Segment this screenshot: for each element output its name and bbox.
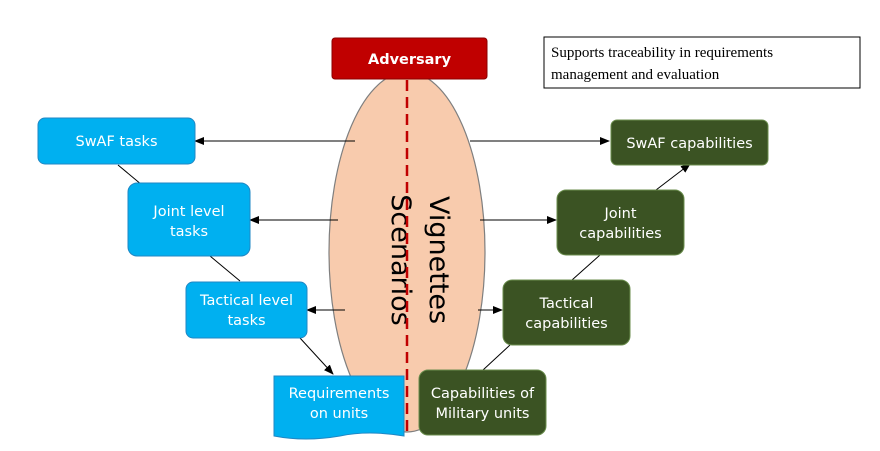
swaf-tasks-box: SwAF tasks bbox=[37, 117, 196, 165]
tactical-capabilities-box: Tactical capabilities bbox=[502, 279, 631, 346]
swaf-capabilities-box: SwAF capabilities bbox=[610, 119, 769, 166]
military-units-line-2: Military units bbox=[436, 406, 530, 422]
tactical-level-tasks-line-1: Tactical level bbox=[199, 293, 293, 309]
traceability-note: Supports traceability in requirements ma… bbox=[543, 36, 861, 89]
joint-level-tasks-line-1: Joint level bbox=[152, 204, 224, 220]
requirements-on-units-box: Requirements on units bbox=[273, 375, 405, 440]
swaf-capabilities-label: SwAF capabilities bbox=[626, 136, 752, 152]
note-line-1: Supports traceability in requirements bbox=[551, 45, 773, 61]
military-units-line-1: Capabilities of bbox=[431, 386, 535, 402]
arrow-tactical-tasks-to-requirements bbox=[299, 337, 334, 375]
tactical-capabilities-line-2: capabilities bbox=[525, 316, 607, 332]
tactical-level-tasks-line-2: tasks bbox=[227, 313, 265, 329]
joint-capabilities-box: Joint capabilities bbox=[556, 189, 685, 256]
joint-capabilities-line-2: capabilities bbox=[579, 226, 661, 242]
scenarios-label: Scenarios bbox=[385, 194, 416, 325]
tactical-capabilities-line-1: Tactical bbox=[539, 296, 594, 312]
requirements-line-2: on units bbox=[310, 406, 368, 422]
joint-level-tasks-box: Joint level tasks bbox=[127, 182, 251, 257]
joint-level-tasks-line-2: tasks bbox=[170, 224, 208, 240]
military-units-capabilities-box: Capabilities of Military units bbox=[418, 369, 547, 436]
connector-military-tactical-capabilities bbox=[482, 344, 511, 371]
swaf-tasks-label: SwAF tasks bbox=[75, 134, 157, 150]
arrow-joint-to-swaf-capabilities bbox=[655, 163, 691, 191]
connector-joint-tactical-tasks bbox=[209, 255, 241, 282]
joint-capabilities-line-1: Joint bbox=[603, 206, 636, 222]
adversary-box: Adversary bbox=[331, 37, 488, 80]
requirements-line-1: Requirements bbox=[289, 386, 390, 402]
note-line-2: management and evaluation bbox=[551, 67, 720, 83]
adversary-label: Adversary bbox=[368, 52, 452, 68]
connector-tactical-joint-capabilities bbox=[571, 254, 601, 281]
vignettes-label: Vignettes bbox=[423, 196, 454, 324]
tactical-level-tasks-box: Tactical level tasks bbox=[185, 281, 308, 339]
